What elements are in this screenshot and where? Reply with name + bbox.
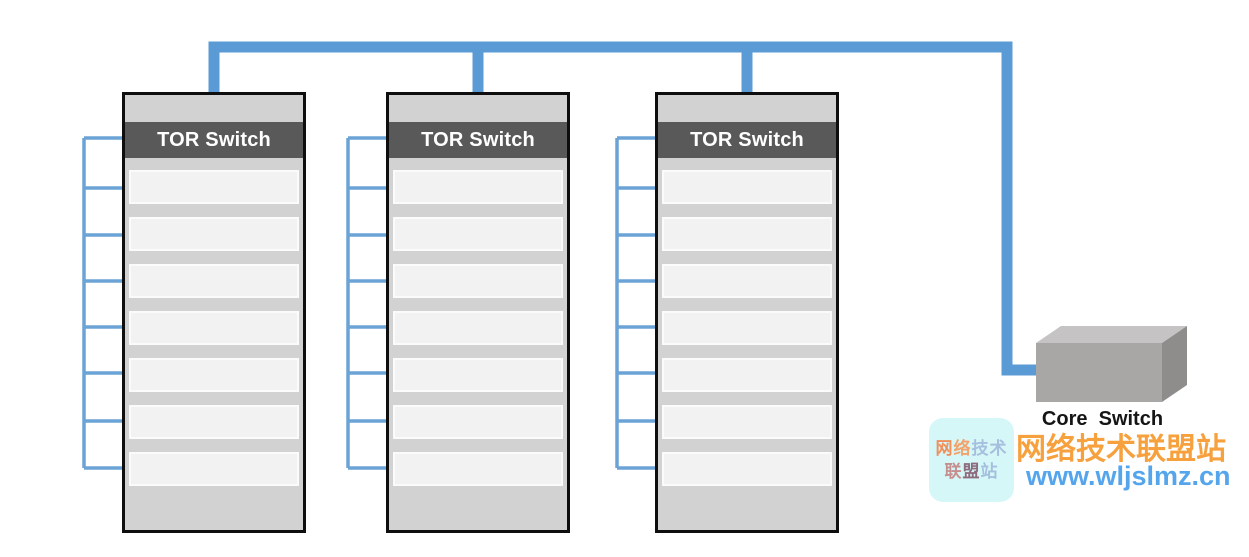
server-slot (662, 452, 832, 486)
logo-char: 络 (953, 439, 972, 458)
watermark-site-name: 网络技术联盟站 (1016, 433, 1226, 466)
tor-switch-label-2: TOR Switch (389, 122, 567, 158)
tor-switch-label-3: TOR Switch (658, 122, 836, 158)
server-slot (129, 452, 299, 486)
watermark-logo-line2: 联盟站 (945, 460, 999, 483)
server-slot (662, 170, 832, 204)
logo-char: 技 (971, 439, 990, 458)
logo-char: 联 (944, 462, 963, 481)
server-slot (662, 311, 832, 345)
server-rack-1: TOR Switch (122, 92, 306, 533)
server-slot (662, 358, 832, 392)
core-switch-label: Core Switch (1041, 408, 1164, 430)
logo-char: 站 (980, 462, 999, 481)
core-switch-box-top (1036, 326, 1187, 343)
server-slot (129, 217, 299, 251)
logo-char: 术 (989, 439, 1008, 458)
logo-char: 盟 (962, 462, 981, 481)
server-slot (129, 170, 299, 204)
server-slot (129, 264, 299, 298)
server-slot (393, 452, 563, 486)
server-rack-3: TOR Switch (655, 92, 839, 533)
logo-char: 网 (935, 439, 954, 458)
tor-switch-label-1: TOR Switch (125, 122, 303, 158)
watermark-logo: 网络技术 联盟站 (929, 418, 1014, 502)
watermark-site-url: www.wljslmz.cn (1026, 461, 1231, 491)
server-slot (393, 264, 563, 298)
uplink-trunk-line (208, 41, 1037, 376)
watermark-logo-line1: 网络技术 (936, 437, 1008, 460)
server-rack-2: TOR Switch (386, 92, 570, 533)
server-slot (393, 170, 563, 204)
core-switch-box-front (1036, 343, 1162, 402)
server-slot (393, 311, 563, 345)
server-slot (129, 405, 299, 439)
server-slot (129, 311, 299, 345)
server-slot (393, 217, 563, 251)
rack3-cable-bracket (615, 136, 660, 470)
server-slot (129, 358, 299, 392)
server-slot (393, 358, 563, 392)
rack1-cable-bracket (82, 136, 127, 470)
server-slot (662, 264, 832, 298)
server-slot (662, 217, 832, 251)
server-slot (393, 405, 563, 439)
core-switch-box-side (1162, 326, 1187, 402)
core-switch-box (1036, 326, 1187, 402)
rack2-cable-bracket (346, 136, 391, 470)
server-slot (662, 405, 832, 439)
